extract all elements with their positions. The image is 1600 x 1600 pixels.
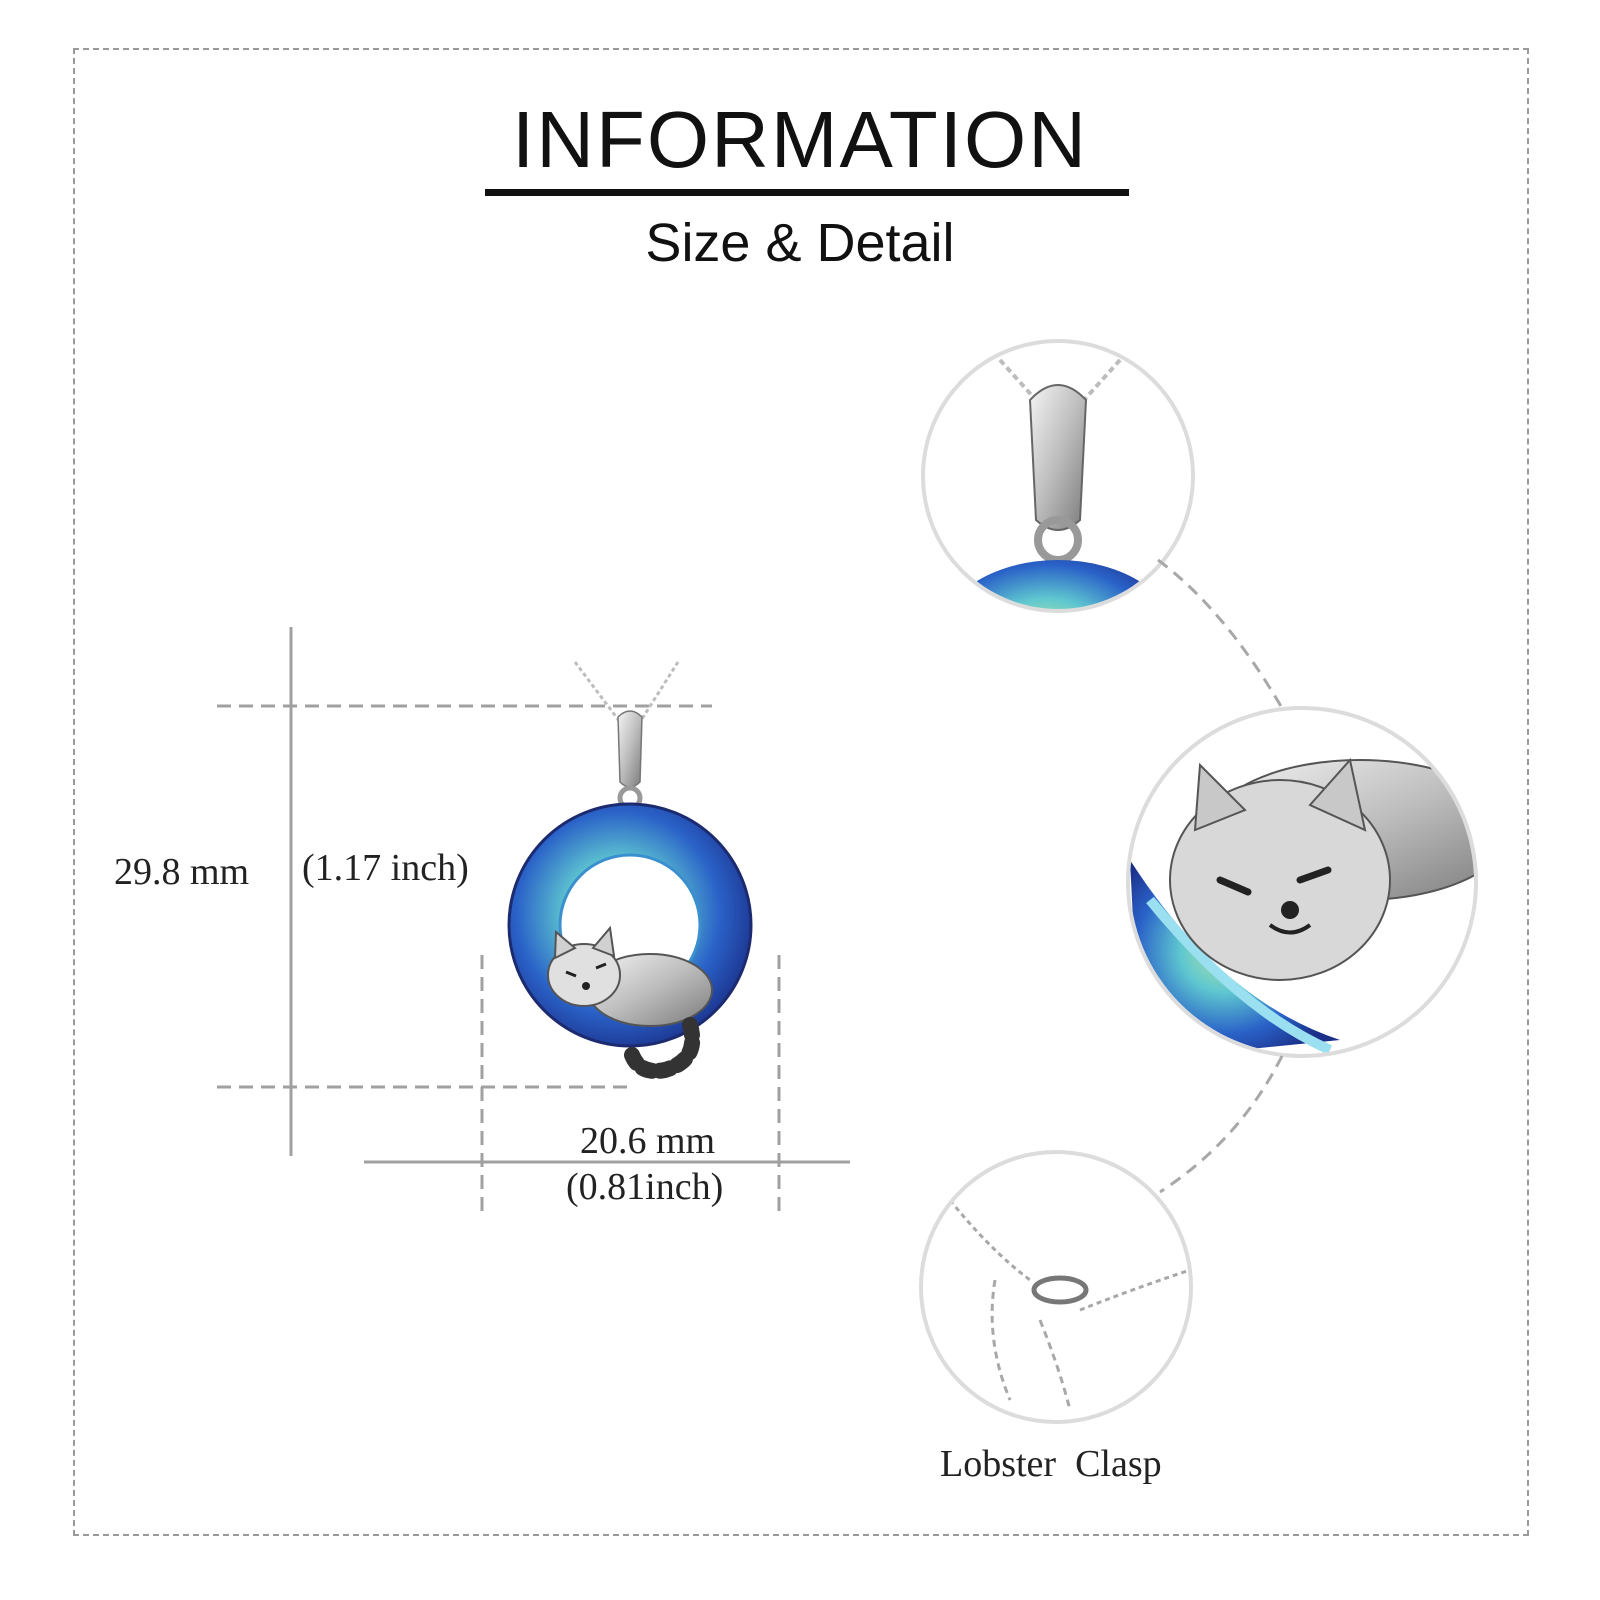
width-inch-label: (0.81inch) [566, 1166, 724, 1208]
bail [617, 710, 643, 788]
raccoon-ear-left [553, 929, 577, 960]
title-underline [485, 189, 1129, 196]
raccoon-ear-right [591, 925, 616, 958]
pendant-image [507, 661, 753, 1079]
raccoon-head [547, 943, 621, 1007]
connector-top [1157, 558, 1284, 709]
page-frame [73, 48, 1529, 1536]
detail-bail-image [921, 339, 1195, 613]
detail-raccoon-image [1126, 706, 1478, 1058]
raccoon-tail [624, 1017, 701, 1079]
clasp-caption: Lobster Clasp [940, 1443, 1162, 1485]
page-title: INFORMATION [511, 95, 1089, 184]
width-mm-label: 20.6 mm [580, 1120, 716, 1162]
height-mm-label: 29.8 mm [114, 851, 250, 893]
dimension-guides [217, 627, 850, 1215]
page-subtitle: Size & Detail [645, 213, 955, 273]
chain [573, 661, 680, 723]
height-inch-label: (1.17 inch) [302, 847, 469, 889]
raccoon-nose [582, 982, 590, 990]
raccoon-eyes [565, 962, 607, 978]
detail-clasp-image [919, 1150, 1193, 1424]
connector-bottom [1159, 1055, 1284, 1194]
